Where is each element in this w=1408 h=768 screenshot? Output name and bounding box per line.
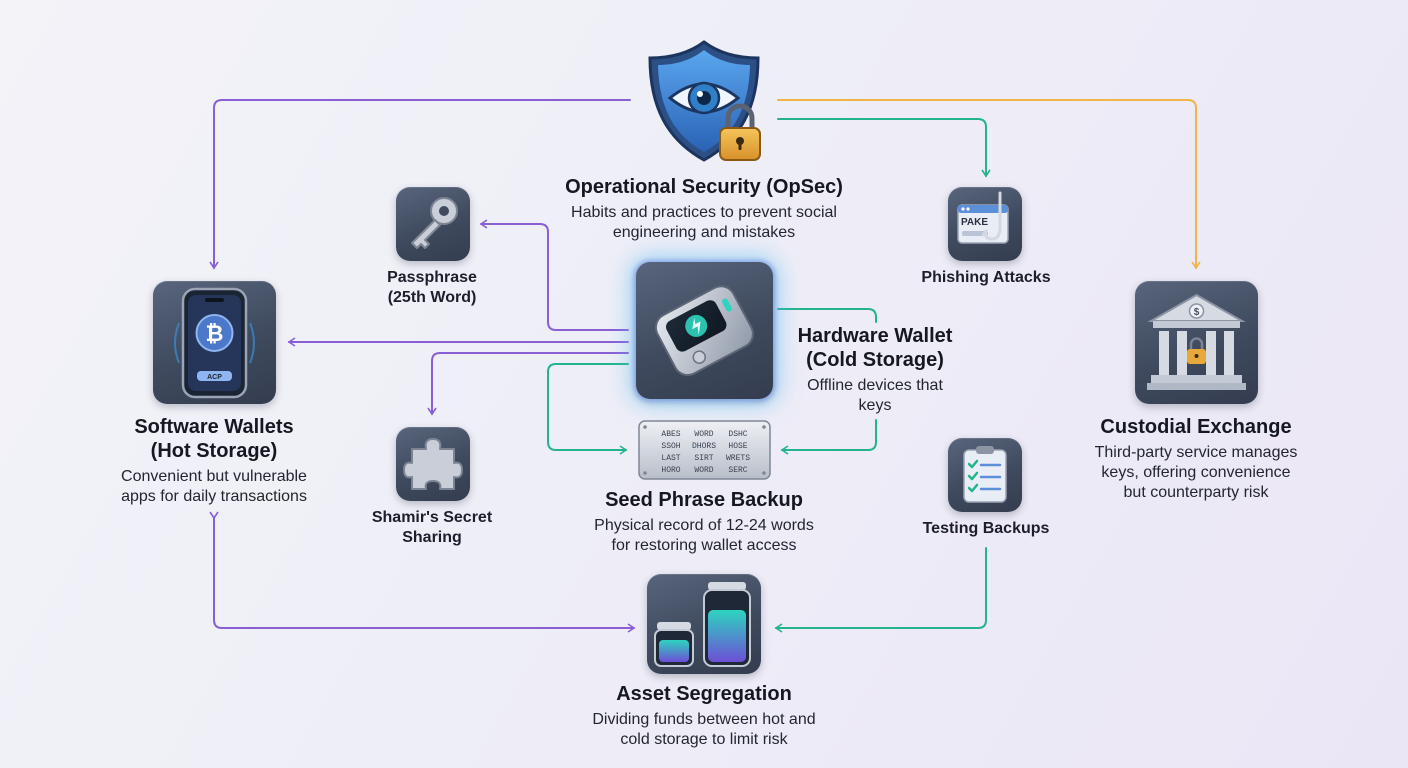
svg-text:WORD: WORD: [694, 466, 713, 475]
shamir-title-line-2: Sharing: [402, 529, 462, 546]
svg-text:₿: ₿: [206, 321, 224, 346]
hardware-title-line-1: Hardware Wallet: [797, 325, 953, 347]
shield-eye-lock-icon: [648, 40, 761, 162]
svg-text:WORD: WORD: [694, 430, 713, 439]
puzzle-piece-icon: [403, 438, 463, 490]
smartphone-bitcoin-icon: ₿ ACP: [174, 287, 255, 399]
hardware-desc-line-2: keys: [858, 397, 892, 414]
custodial-desc-line-2: keys, offering convenience: [1101, 464, 1291, 481]
opsec-title: Operational Security (OpSec): [565, 176, 843, 198]
fishing-hook-screen-icon: PAKE: [957, 191, 1009, 244]
segregation-title: Asset Segregation: [616, 683, 792, 705]
testing-title: Testing Backups: [922, 520, 1050, 537]
software-title-line-2: (Hot Storage): [150, 440, 278, 462]
seed-desc-line-1: Physical record of 12-24 words: [594, 517, 814, 534]
svg-text:DSHC: DSHC: [728, 430, 747, 439]
arrow-opsec-to-custodial: [777, 99, 1201, 270]
arrow-hardware-label-to-seed: [778, 308, 877, 450]
hardware-wallet-device-icon: [654, 285, 754, 377]
seed-title: Seed Phrase Backup: [605, 489, 803, 511]
opsec-desc-line-2: engineering and mistakes: [612, 224, 796, 241]
svg-text:ABES: ABES: [661, 430, 680, 439]
arrow-software-segregation-link: [209, 511, 636, 633]
svg-text:SSOH: SSOH: [661, 442, 680, 451]
arrow-hardware-to-passphrase: [479, 219, 629, 331]
phishing-title: Phishing Attacks: [921, 269, 1051, 286]
arrow-hardware-to-seed: [547, 363, 629, 455]
arrow-hardware-to-shamir: [427, 352, 629, 416]
passphrase-title-line-1: Passphrase: [387, 269, 477, 286]
hardware-desc-line-1: Offline devices that: [807, 377, 943, 394]
svg-text:HOSE: HOSE: [728, 442, 747, 451]
phishing-screen-text: PAKE: [961, 217, 988, 228]
segregation-desc-line-1: Dividing funds between hot and: [592, 711, 816, 728]
checklist-clipboard-icon: [963, 446, 1007, 503]
svg-text:$: $: [1194, 307, 1200, 318]
opsec-desc-line-1: Habits and practices to prevent social: [571, 204, 837, 221]
jars-icon: [654, 582, 751, 667]
metal-plate-icon: ABES WORD DSHC SSOH DHORS HOSE LAST SIRT…: [638, 420, 771, 480]
software-title-line-1: Software Wallets: [134, 416, 294, 438]
svg-text:WRETS: WRETS: [726, 454, 750, 463]
arrow-testing-to-segregation: [774, 547, 987, 633]
custodial-desc-line-1: Third-party service manages: [1094, 444, 1298, 461]
custodial-title: Custodial Exchange: [1100, 416, 1292, 438]
svg-text:HORO: HORO: [661, 466, 680, 475]
arrow-opsec-to-software: [209, 99, 631, 270]
software-desc-line-1: Convenient but vulnerable: [121, 468, 307, 485]
svg-text:SERC: SERC: [728, 466, 747, 475]
arrow-opsec-to-phishing: [777, 118, 991, 178]
custodial-desc-line-3: but counterparty risk: [1123, 484, 1269, 501]
shamir-title-line-1: Shamir's Secret: [371, 509, 493, 526]
passphrase-title-line-2: (25th Word): [387, 289, 477, 306]
segregation-desc-line-2: cold storage to limit risk: [620, 731, 788, 748]
software-app-button-text: ACP: [207, 374, 222, 381]
seed-desc-line-2: for restoring wallet access: [611, 537, 797, 554]
svg-text:DHORS: DHORS: [692, 442, 716, 451]
hardware-title-line-2: (Cold Storage): [806, 349, 944, 371]
software-desc-line-2: apps for daily transactions: [121, 488, 307, 505]
key-icon: [411, 197, 458, 249]
svg-text:LAST: LAST: [661, 454, 680, 463]
bank-lock-icon: $: [1147, 293, 1246, 390]
svg-text:SIRT: SIRT: [694, 454, 713, 463]
